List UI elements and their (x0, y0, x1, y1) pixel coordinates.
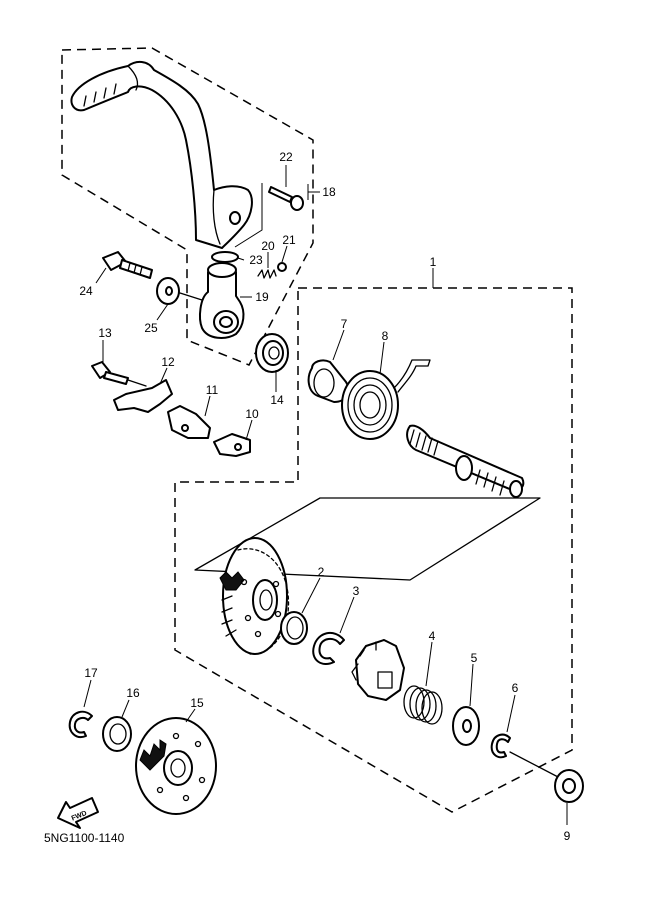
part-20-spring[interactable] (257, 269, 277, 279)
callout-5: 5 (471, 651, 478, 665)
part-16-washer[interactable] (102, 716, 132, 752)
gear-subgroup-outline (194, 497, 541, 581)
part-21-ball[interactable] (277, 262, 287, 272)
part-23-circlip[interactable] (211, 251, 239, 263)
part-6-circlip[interactable] (490, 733, 511, 759)
part-22-bolt[interactable] (268, 186, 304, 211)
callout-11: 11 (206, 383, 219, 397)
callout-13: 13 (98, 326, 112, 340)
callout-1: 1 (430, 255, 437, 269)
callout-21: 21 (282, 233, 296, 247)
fwd-arrow-icon: FWD (57, 797, 99, 829)
callout-2: 2 (318, 565, 325, 579)
part-4-spring[interactable] (403, 685, 443, 725)
part-10-stopper[interactable] (213, 433, 251, 457)
callout-15: 15 (190, 696, 204, 710)
callout-4: 4 (429, 629, 436, 643)
kick-lever[interactable] (70, 60, 253, 249)
callout-23: 23 (249, 253, 263, 267)
part-11-plate[interactable] (167, 405, 211, 439)
callout-25: 25 (144, 321, 158, 335)
callout-14: 14 (270, 393, 284, 407)
callout-7: 7 (341, 317, 348, 331)
callout-6: 6 (512, 681, 519, 695)
part-12-kick-guide[interactable] (113, 379, 173, 413)
callout-12: 12 (161, 355, 175, 369)
part-17-circlip[interactable] (68, 710, 93, 738)
part-3-circlip[interactable] (312, 631, 345, 665)
callout-8: 8 (382, 329, 389, 343)
part-14-oil-seal[interactable] (255, 333, 289, 373)
callout-3: 3 (353, 584, 360, 598)
callout-22: 22 (279, 150, 293, 164)
callout-19: 19 (255, 290, 269, 304)
part-19-kick-boss[interactable] (199, 262, 245, 339)
diagram-code: 5NG1100-1140 (44, 831, 125, 845)
part-25-washer[interactable] (156, 277, 180, 305)
kick-gear[interactable] (219, 537, 290, 655)
callout-20: 20 (261, 239, 275, 253)
part-24-bolt[interactable] (102, 251, 153, 279)
kick-lever-assembly-boundary (61, 47, 314, 366)
ratchet[interactable] (351, 639, 405, 701)
callout-18: 18 (322, 185, 336, 199)
part-15-idle-gear[interactable] (135, 717, 217, 815)
part-8-torsion-spring[interactable] (341, 359, 431, 440)
kick-shaft-assembly-boundary (174, 287, 573, 813)
callout-24: 24 (79, 284, 93, 298)
callout-16: 16 (126, 686, 140, 700)
callout-10: 10 (245, 407, 259, 421)
callout-17: 17 (84, 666, 98, 680)
callout-9: 9 (564, 829, 571, 843)
part-1-kick-shaft[interactable] (406, 424, 525, 498)
part-13-bolt[interactable] (91, 361, 129, 385)
